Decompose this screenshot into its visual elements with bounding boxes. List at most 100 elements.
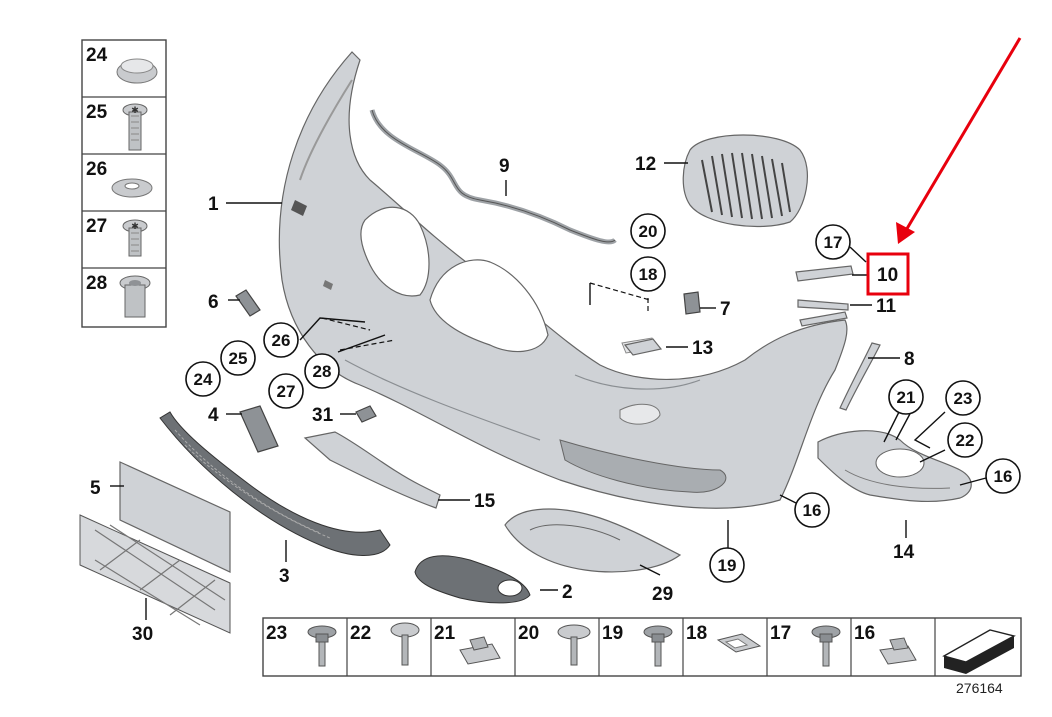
leader-lines: [110, 162, 987, 620]
collar-screw-icon: [811, 625, 841, 667]
callout-7: 7: [720, 299, 731, 320]
arrow-icon: [942, 629, 1016, 674]
tow-hook-cover: [623, 338, 663, 356]
clip-part: [683, 291, 701, 315]
callout-circle-18: 18: [630, 256, 666, 292]
svg-text:24: 24: [194, 370, 213, 389]
mounting-frame: [504, 508, 682, 573]
svg-text:16: 16: [994, 467, 1013, 486]
spacer-sleeve-icon: [119, 275, 151, 318]
svg-text:28: 28: [313, 362, 332, 381]
callout-11: 11: [876, 296, 897, 317]
bracket-part: [795, 265, 854, 282]
callout-circle-16: 16: [794, 492, 830, 528]
bottom-legend: 23 22 21 20 19 18: [262, 617, 1022, 677]
left-legend: 24 25 ✱ 26 27 ✱ 28: [81, 39, 167, 328]
callout-3: 3: [279, 566, 290, 587]
pan-screw-icon: [390, 622, 420, 666]
bottom-legend-number: 21: [434, 623, 456, 644]
torx-screw-icon: ✱: [122, 219, 148, 257]
callout-9: 9: [499, 156, 510, 177]
svg-text:✱: ✱: [131, 222, 139, 232]
bracket-part: [799, 311, 848, 327]
clip-part: [235, 289, 261, 317]
svg-text:10: 10: [877, 265, 898, 286]
fog-light-bracket: [817, 430, 972, 503]
fog-light-grille: [414, 555, 531, 604]
svg-text:23: 23: [954, 389, 973, 408]
svg-text:20: 20: [639, 222, 658, 241]
bottom-legend-number: 17: [770, 623, 791, 644]
svg-text:26: 26: [272, 331, 291, 350]
callout-2: 2: [562, 582, 573, 603]
pan-screw-icon: [557, 624, 591, 666]
svg-text:25: 25: [229, 349, 248, 368]
bottom-legend-number: 18: [686, 623, 707, 644]
catalog-number: 276164: [956, 680, 1003, 696]
bottom-legend-number: 16: [854, 623, 875, 644]
bracket-part: [797, 299, 849, 311]
small-grille: [239, 405, 279, 453]
collar-screw-icon: [307, 625, 337, 667]
callout-circle-24: 24: [185, 361, 221, 397]
svg-text:18: 18: [639, 265, 658, 284]
callout-circle-22: 22: [947, 422, 983, 458]
callout-15: 15: [474, 491, 496, 512]
svg-text:17: 17: [824, 233, 843, 252]
svg-text:21: 21: [897, 388, 916, 407]
callout-1: 1: [208, 194, 219, 215]
kidney-grille: [682, 134, 808, 228]
callout-circle-26: 26: [263, 322, 299, 358]
bumper-trim-panel: [278, 51, 848, 509]
cap-icon: [116, 58, 158, 84]
callouts: 1 2 3 4 5 6 7 8 9 11 12 13 14 15 29 30 3…: [90, 154, 915, 645]
callout-5: 5: [90, 478, 101, 499]
callout-circle-28: 28: [304, 353, 340, 389]
bottom-legend-number: 22: [350, 623, 371, 644]
collar-screw-icon: [643, 625, 673, 667]
bottom-legend-number: 19: [602, 623, 623, 644]
callout-13: 13: [692, 338, 713, 359]
callout-circle-25: 25: [220, 340, 256, 376]
gasket-icon: [716, 633, 762, 653]
callout-circle-23: 23: [945, 380, 981, 416]
svg-text:16: 16: [803, 501, 822, 520]
callout-6: 6: [208, 292, 219, 313]
callout-14: 14: [893, 542, 915, 563]
callout-4: 4: [208, 405, 219, 426]
callout-8: 8: [904, 349, 915, 370]
callout-31: 31: [312, 405, 334, 426]
callout-circle-21: 21: [888, 379, 924, 415]
red-pointer-arrow-icon: [896, 37, 1022, 244]
clip-part: [355, 405, 377, 423]
left-legend-number: 27: [86, 216, 107, 237]
callout-12: 12: [635, 154, 656, 175]
bottom-legend-number: 23: [266, 623, 287, 644]
license-plate-base: [119, 461, 231, 573]
svg-text:22: 22: [956, 431, 975, 450]
torx-screw-icon: ✱: [122, 103, 148, 151]
spring-nut-icon: [459, 636, 501, 665]
svg-text:✱: ✱: [131, 106, 139, 116]
callout-circle-27: 27: [268, 373, 304, 409]
left-legend-number: 28: [86, 273, 107, 294]
left-legend-number: 26: [86, 159, 107, 180]
callout-circle-20: 20: [630, 213, 666, 249]
center-lower-grille: [159, 411, 391, 556]
washer-icon: [111, 178, 153, 198]
callout-circle-16: 16: [985, 458, 1021, 494]
circled-callouts: 16 16 17 18 19 20 21 22: [185, 213, 1021, 583]
callout-circle-17: 17: [815, 224, 851, 260]
highlighted-callout-10: 10: [866, 252, 910, 296]
bumper-support: [79, 514, 231, 634]
svg-text:27: 27: [277, 382, 296, 401]
callout-circle-19: 19: [709, 547, 745, 583]
callout-29: 29: [652, 584, 673, 605]
bottom-legend-number: 20: [518, 623, 539, 644]
side-strip: [839, 342, 881, 411]
svg-text:19: 19: [718, 556, 737, 575]
callout-30: 30: [132, 624, 153, 645]
bumper-bracket: [303, 431, 441, 509]
left-legend-number: 25: [86, 102, 108, 123]
